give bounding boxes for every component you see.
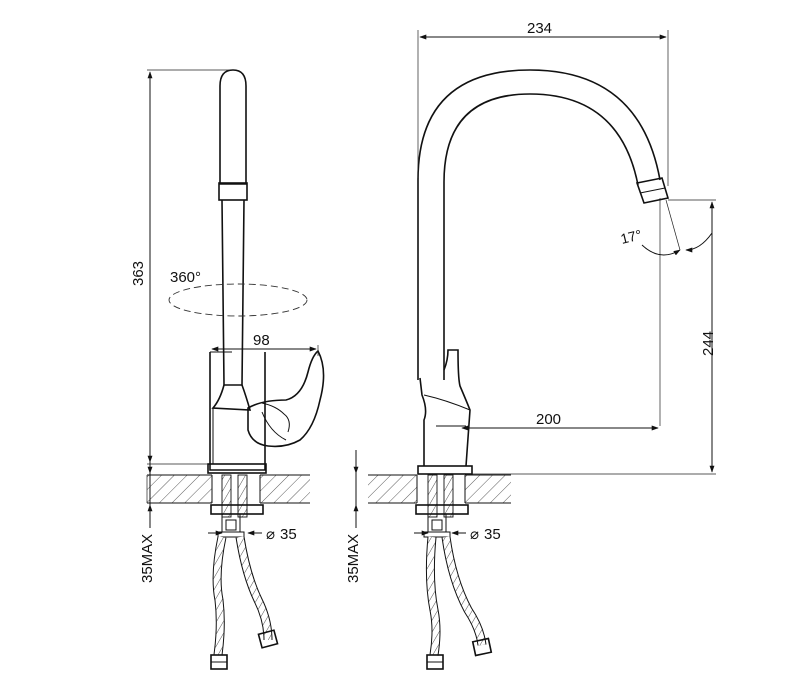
spout-height-label: 244 (700, 331, 717, 356)
pipe-diameter-right-label: 35 (484, 526, 501, 543)
mount-max-dimension-right: 35MAX (345, 450, 362, 583)
front-view: 234 17° 244 200 (345, 20, 717, 669)
spout-reach-label: 200 (536, 411, 561, 428)
mount-max-left-label: 35MAX (139, 534, 156, 583)
rotation-label: 360° (170, 269, 201, 286)
mount-max-dimension-left: 35MAX (139, 450, 156, 583)
supply-pipes-left (211, 475, 278, 669)
pipe-diameter-left-label: 35 (280, 526, 297, 543)
svg-text:⌀35: ⌀ 35 (266, 526, 297, 543)
spout-reach-dimension: 200 (462, 411, 658, 428)
countertop-right (368, 474, 511, 504)
svg-text:⌀35: ⌀ 35 (470, 526, 501, 543)
faucet-body-side (208, 70, 324, 473)
mount-max-right-label: 35MAX (345, 534, 362, 583)
diameter-symbol-left: ⌀ (266, 526, 275, 543)
spout-angle-indicator: 17° (619, 198, 712, 426)
spout-angle-label: 17° (619, 226, 643, 247)
diameter-callout-right: ⌀ 35 (414, 526, 501, 543)
supply-pipes-right (416, 475, 491, 669)
spout-width-dimension: 234 (418, 20, 668, 186)
spout-width-label: 234 (527, 20, 552, 37)
side-height-label: 363 (130, 261, 147, 286)
side-view: 360° 363 98 (130, 70, 324, 669)
rotation-indicator: 360° (169, 269, 307, 316)
handle-reach-label: 98 (253, 332, 270, 349)
diameter-symbol-right: ⌀ (470, 526, 479, 543)
spout-height-dimension: 244 (466, 200, 717, 474)
